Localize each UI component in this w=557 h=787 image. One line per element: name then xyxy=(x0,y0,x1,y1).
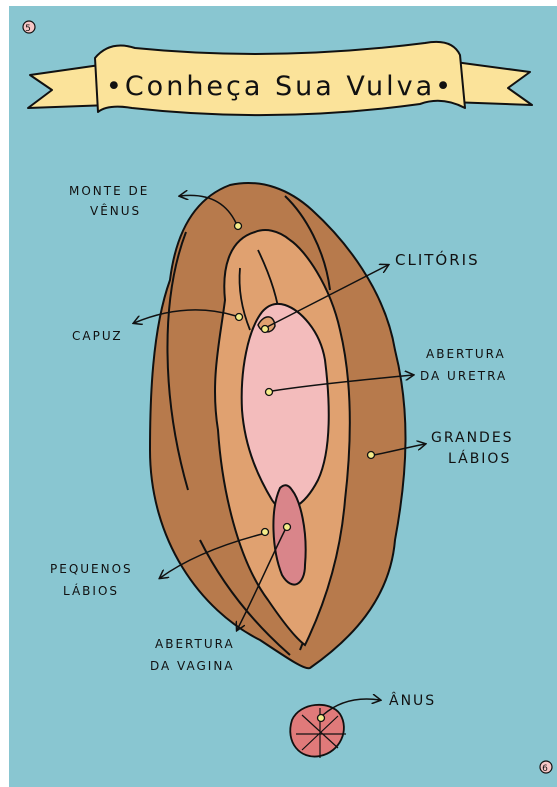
marker-anus xyxy=(318,715,325,722)
anus-shape xyxy=(290,705,346,758)
page-number-top: 5 xyxy=(23,21,35,34)
marker-pequenos xyxy=(262,529,269,536)
label-pequenos-line2: LÁBIOS xyxy=(63,583,119,598)
label-vagina-line1: ABERTURA xyxy=(155,637,235,651)
marker-grandes xyxy=(368,452,375,459)
label-anus: ÂNUS xyxy=(389,691,436,709)
label-uretra-line1: ABERTURA xyxy=(426,347,506,361)
page-number-bottom-text: 6 xyxy=(542,764,550,774)
label-capuz: CAPUZ xyxy=(72,329,123,343)
label-grandes-line1: GRANDES xyxy=(431,430,514,446)
label-vagina-line2: DA VAGINA xyxy=(150,659,235,673)
label-clitoris: CLITÓRIS xyxy=(395,250,480,269)
label-monte-line1: MONTE DE xyxy=(69,184,149,198)
label-pequenos-line1: PEQUENOS xyxy=(50,562,133,576)
marker-capuz xyxy=(236,314,243,321)
title-banner: •Conheça Sua Vulva• xyxy=(28,42,532,115)
title-text: •Conheça Sua Vulva• xyxy=(106,71,454,102)
label-uretra-line2: DA URETRA xyxy=(420,369,507,383)
marker-monte xyxy=(235,223,242,230)
page-number-bottom: 6 xyxy=(540,761,552,774)
page-number-top-text: 5 xyxy=(25,24,33,34)
marker-uretra xyxy=(266,389,273,396)
marker-vagina xyxy=(284,524,291,531)
label-monte-line2: VÊNUS xyxy=(90,203,141,218)
label-grandes-line2: LÁBIOS xyxy=(448,450,511,467)
